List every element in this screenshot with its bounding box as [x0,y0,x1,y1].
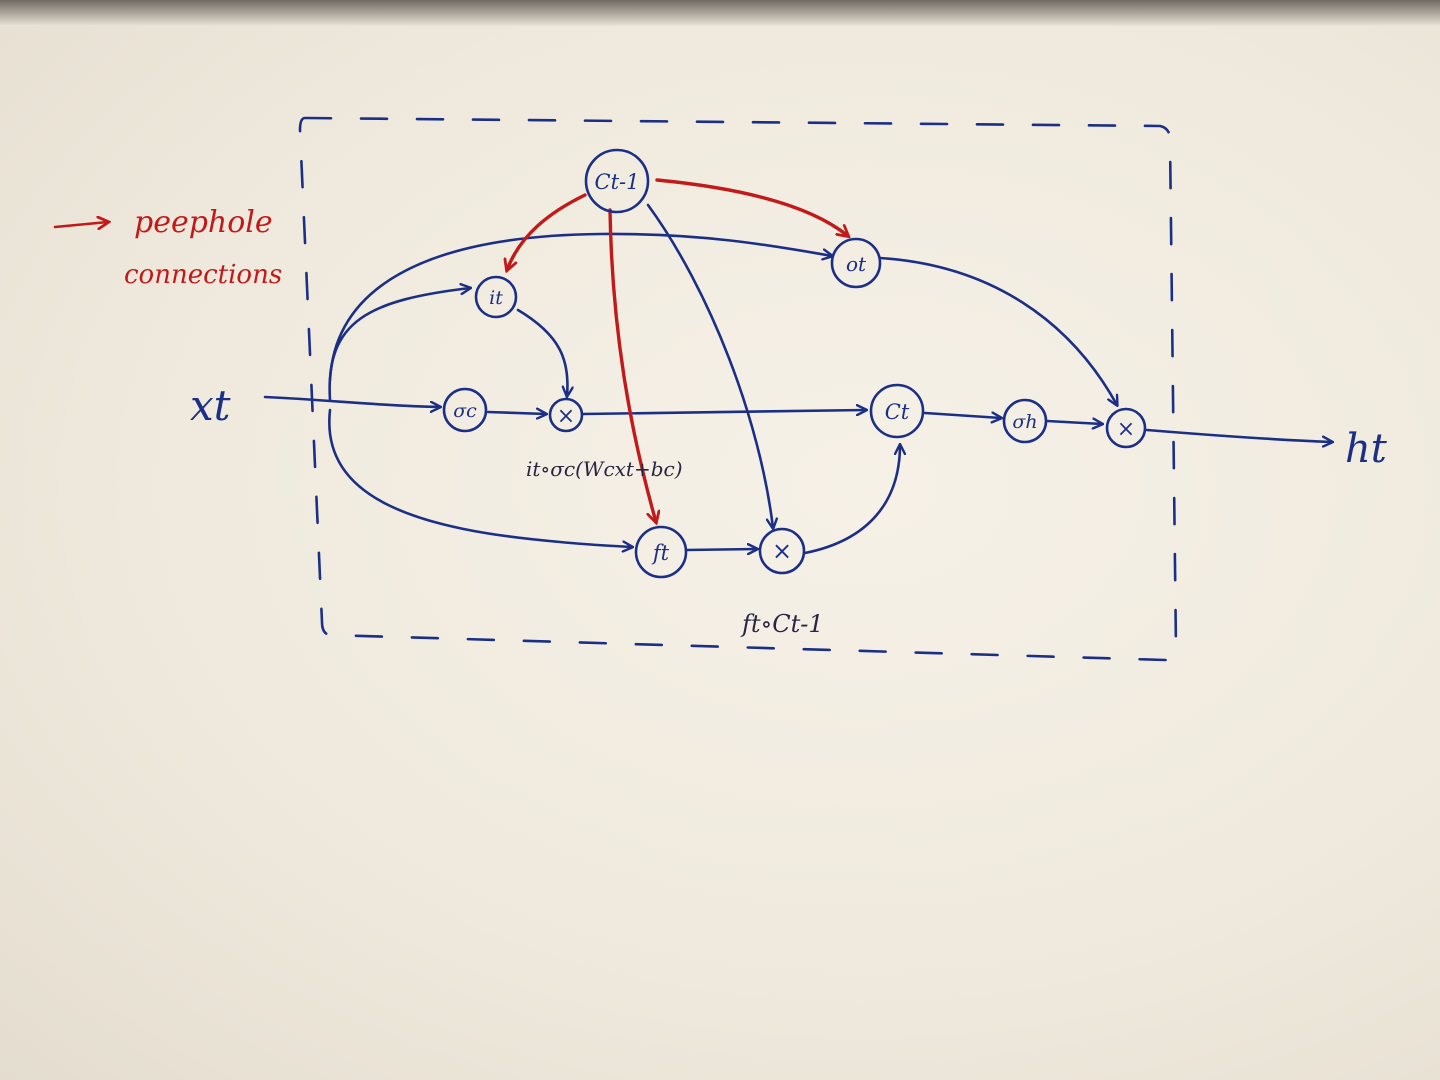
legend: peephole connections [53,205,282,290]
node-sigma-c-label: σc [453,400,477,422]
annotation-input-product: it∘σc(Wcxt+bc) [526,457,683,481]
node-mult-f-label: × [772,537,792,565]
cell-boundary [298,116,1178,662]
node-c-t: Ct [869,383,925,439]
legend-label-line2: connections [124,260,282,290]
output-label-ht: ht [1345,426,1388,472]
edge-f-gate-to-mult-f [684,549,757,550]
node-mult-o-label: × [1117,417,1135,442]
edge-sigma-c-to-mult [486,412,546,414]
edge-o-gate-to-mult-o [878,256,1117,405]
edge-mult-to-ct [581,410,866,414]
node-i-gate-label: it [489,287,503,309]
edge-ct-to-sigma-h [923,413,1001,418]
edge-i-gate-to-mult [516,308,567,396]
node-sigma-c: σc [442,387,488,433]
legend-arrow [53,222,108,227]
node-c-prev: Ct-1 [584,148,650,214]
node-mult-i-label: × [557,404,575,429]
paper-top-edge [0,0,1440,26]
edge-xt-to-i-gate [328,288,470,402]
input-label-xt: xt [190,381,231,430]
peephole-cprev-to-f-gate [608,208,656,522]
edge-xt-to-o-gate [328,232,832,382]
node-f-gate: ft [634,525,688,579]
annotation-forget-product: ft∘Ct-1 [740,610,824,638]
node-c-prev-label: Ct-1 [595,170,640,194]
edge-sigma-h-to-mult-o [1045,421,1102,424]
node-c-t-label: Ct [885,400,910,424]
node-sigma-h: σh [1002,398,1048,444]
node-i-gate: it [474,275,518,319]
node-mult-i: × [548,397,584,433]
edge-mult-f-to-ct [803,445,900,555]
blue-connections [263,203,1332,555]
node-o-gate-label: ot [846,252,867,276]
edge-xt-to-f-gate [328,408,632,547]
node-mult-o: × [1105,407,1147,449]
node-mult-f: × [758,527,806,575]
node-o-gate: ot [830,237,882,289]
edge-mult-o-to-ht [1145,428,1332,442]
peephole-cprev-to-o-gate [655,178,848,236]
node-f-gate-label: ft [651,541,670,565]
peephole-connections [507,178,848,522]
edge-xt-to-sigma-c [263,395,440,407]
legend-label-line1: peephole [134,205,273,240]
node-sigma-h-label: σh [1012,411,1037,433]
peephole-cprev-to-i-gate [507,193,587,270]
edge-cprev-to-mult-f [646,203,773,528]
